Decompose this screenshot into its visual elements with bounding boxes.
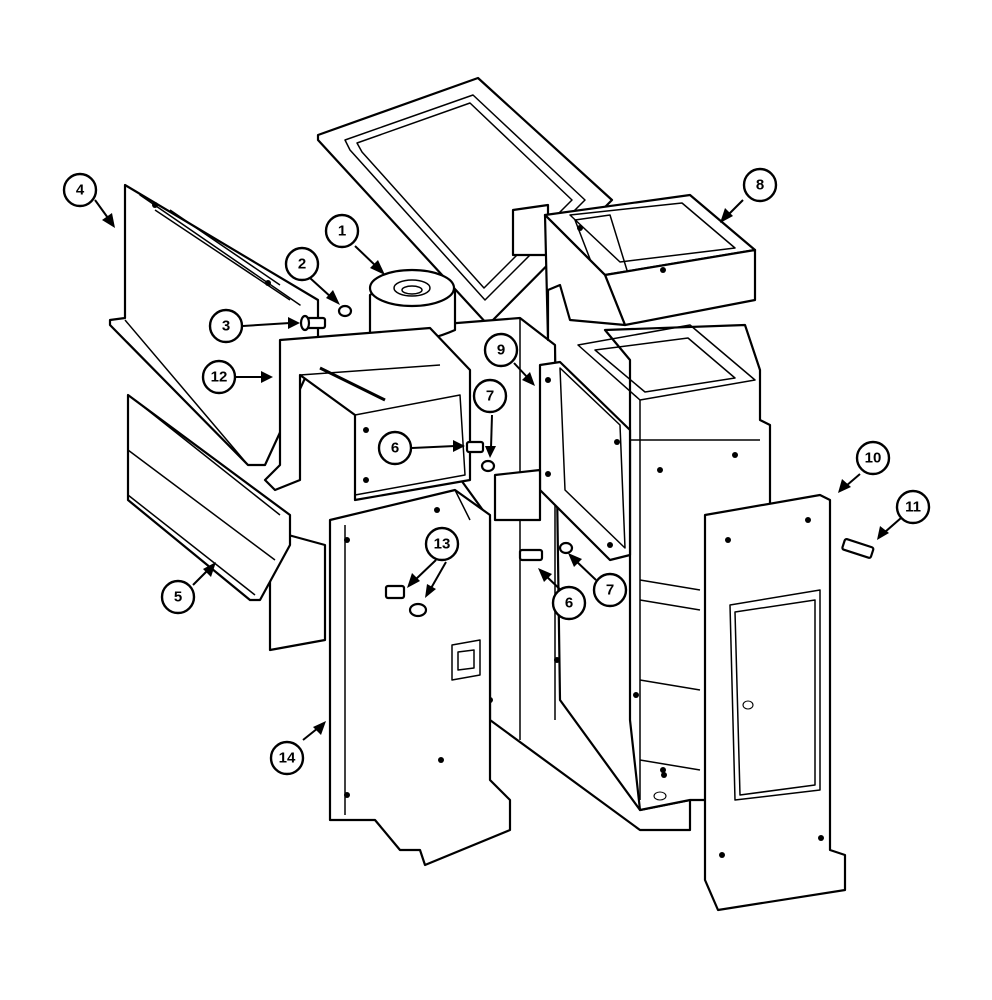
callout-8: 8 — [742, 167, 778, 203]
svg-text:10: 10 — [865, 450, 882, 467]
leader-arrows — [94, 199, 902, 741]
svg-text:11: 11 — [905, 499, 921, 516]
svg-text:2: 2 — [298, 256, 306, 273]
svg-text:6: 6 — [391, 440, 399, 457]
svg-text:13: 13 — [434, 536, 451, 553]
cylinder-part-1 — [368, 268, 457, 343]
bolt-3 — [299, 314, 327, 332]
part-9-panel — [493, 360, 632, 562]
bolt-6-upper — [465, 440, 485, 454]
svg-text:12: 12 — [211, 369, 228, 386]
bolt-6-lower — [518, 548, 544, 562]
callout-7-upper: 7 — [472, 378, 508, 414]
callout-12: 12 — [201, 359, 237, 395]
svg-text:5: 5 — [174, 589, 182, 606]
hardware — [299, 304, 875, 618]
callout-13: 13 — [424, 526, 460, 562]
callout-1: 1 — [324, 213, 360, 249]
svg-text:8: 8 — [756, 177, 764, 194]
washer-13 — [408, 602, 428, 618]
callout-6-upper: 6 — [377, 430, 413, 466]
svg-text:4: 4 — [76, 182, 85, 199]
svg-text:7: 7 — [486, 388, 494, 405]
part-8-frame — [511, 193, 757, 342]
washer-7-lower — [558, 541, 574, 555]
callout-14: 14 — [269, 740, 305, 776]
svg-text:6: 6 — [565, 595, 573, 612]
callout-9: 9 — [483, 332, 519, 368]
callout-5: 5 — [160, 579, 196, 615]
part-5-panel — [126, 393, 292, 602]
svg-text:7: 7 — [606, 582, 614, 599]
part-10-panel — [703, 493, 847, 912]
svg-text:3: 3 — [222, 318, 230, 335]
callout-6-lower: 6 — [551, 585, 587, 621]
callout-11: 11 — [895, 489, 931, 525]
washer-2 — [337, 304, 353, 318]
svg-text:9: 9 — [497, 342, 505, 359]
cab-frame — [268, 76, 772, 832]
callout-7-lower: 7 — [592, 572, 628, 608]
callout-10: 10 — [855, 440, 891, 476]
bolt-13 — [384, 584, 406, 600]
callout-2: 2 — [284, 246, 320, 282]
part-12-bracket — [263, 326, 472, 502]
callout-4: 4 — [62, 172, 98, 208]
svg-text:14: 14 — [279, 750, 296, 767]
svg-text:1: 1 — [338, 223, 346, 240]
washer-7-upper — [480, 459, 496, 473]
callouts: 1 2 3 4 5 6 6 7 7 8 9 10 11 12 13 14 — [62, 167, 931, 776]
bolt-11 — [841, 538, 875, 559]
part-14-panel — [328, 488, 512, 867]
callout-3: 3 — [208, 308, 244, 344]
